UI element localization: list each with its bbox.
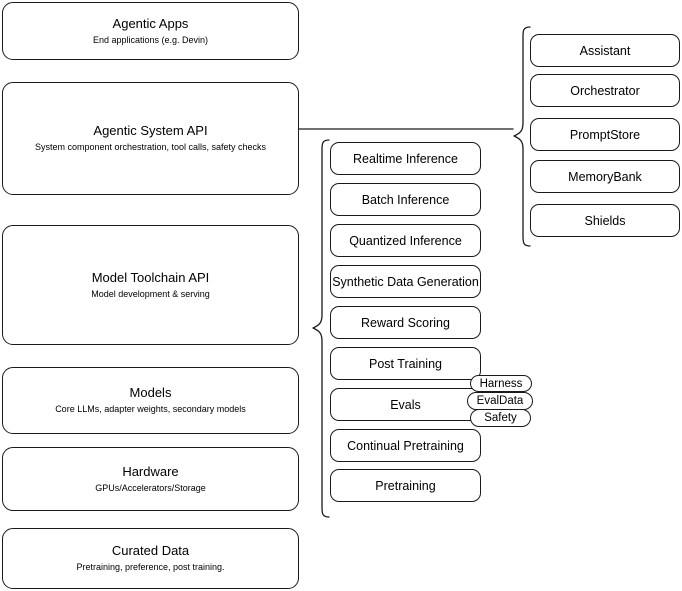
component-label: Orchestrator [570, 83, 640, 98]
layer-subtitle: Model development & serving [91, 288, 210, 299]
layer-title: Models [129, 385, 172, 400]
system-component-shields[interactable]: Shields [530, 204, 680, 237]
system-component-memorybank[interactable]: MemoryBank [530, 160, 680, 193]
layer-subtitle: Core LLMs, adapter weights, secondary mo… [55, 404, 246, 414]
component-label: Realtime Inference [353, 151, 458, 166]
component-label: MemoryBank [568, 169, 642, 184]
layer-title: Agentic Apps [112, 15, 189, 31]
stack-layer-agentic-system-api[interactable]: Agentic System API System component orch… [2, 82, 299, 195]
toolchain-component-realtime-inference[interactable]: Realtime Inference [330, 142, 481, 175]
component-label: Evals [390, 397, 421, 412]
toolchain-components-brace [312, 139, 330, 518]
component-label: Synthetic Data Generation [332, 274, 479, 289]
component-label: Pretraining [375, 478, 436, 493]
stack-layer-curated-data[interactable]: Curated Data Pretraining, preference, po… [2, 528, 299, 589]
layer-title: Agentic System API [93, 123, 208, 138]
toolchain-component-post-training[interactable]: Post Training [330, 347, 481, 380]
component-label: Continual Pretraining [347, 438, 464, 453]
subcomponent-label: Harness [479, 377, 523, 390]
stack-layer-agentic-apps[interactable]: Agentic Apps End applications (e.g. Devi… [2, 2, 299, 60]
evals-subcomponent-safety[interactable]: Safety [470, 409, 531, 427]
toolchain-component-evals[interactable]: Evals [330, 388, 481, 421]
evals-subcomponent-harness[interactable]: Harness [470, 375, 532, 392]
component-label: Quantized Inference [349, 233, 462, 248]
system-component-orchestrator[interactable]: Orchestrator [530, 74, 680, 107]
component-label: PromptStore [569, 127, 641, 142]
system-api-connector-line [298, 128, 514, 130]
toolchain-component-quantized-inference[interactable]: Quantized Inference [330, 224, 481, 257]
component-label: Assistant [579, 43, 631, 58]
toolchain-component-batch-inference[interactable]: Batch Inference [330, 183, 481, 216]
stack-layer-hardware[interactable]: Hardware GPUs/Accelerators/Storage [2, 447, 299, 511]
component-label: Shields [584, 213, 626, 228]
layer-title: Model Toolchain API [91, 269, 210, 285]
stack-layer-models[interactable]: Models Core LLMs, adapter weights, secon… [2, 367, 299, 434]
layer-subtitle: GPUs/Accelerators/Storage [95, 482, 206, 493]
toolchain-component-reward-scoring[interactable]: Reward Scoring [330, 306, 481, 339]
component-label: Batch Inference [361, 192, 450, 207]
layer-subtitle: System component orchestration, tool cal… [34, 142, 267, 152]
toolchain-component-continual-pretraining[interactable]: Continual Pretraining [330, 429, 481, 462]
layer-title: Hardware [122, 463, 179, 479]
component-label: Post Training [369, 356, 442, 371]
system-component-promptstore[interactable]: PromptStore [530, 118, 680, 151]
system-component-assistant[interactable]: Assistant [530, 34, 680, 67]
toolchain-component-pretraining[interactable]: Pretraining [330, 469, 481, 502]
evals-subcomponent-evaldata[interactable]: EvalData [467, 392, 533, 410]
stack-layer-model-toolchain-api[interactable]: Model Toolchain API Model development & … [2, 225, 299, 345]
component-label: Reward Scoring [361, 315, 450, 330]
subcomponent-label: EvalData [476, 395, 524, 407]
layer-title: Curated Data [111, 543, 190, 558]
layer-subtitle: Pretraining, preference, post training. [76, 562, 225, 572]
subcomponent-label: Safety [484, 412, 517, 424]
layer-subtitle: End applications (e.g. Devin) [92, 34, 209, 45]
toolchain-component-synthetic-data-generation[interactable]: Synthetic Data Generation [330, 265, 481, 298]
system-components-brace [513, 26, 531, 247]
